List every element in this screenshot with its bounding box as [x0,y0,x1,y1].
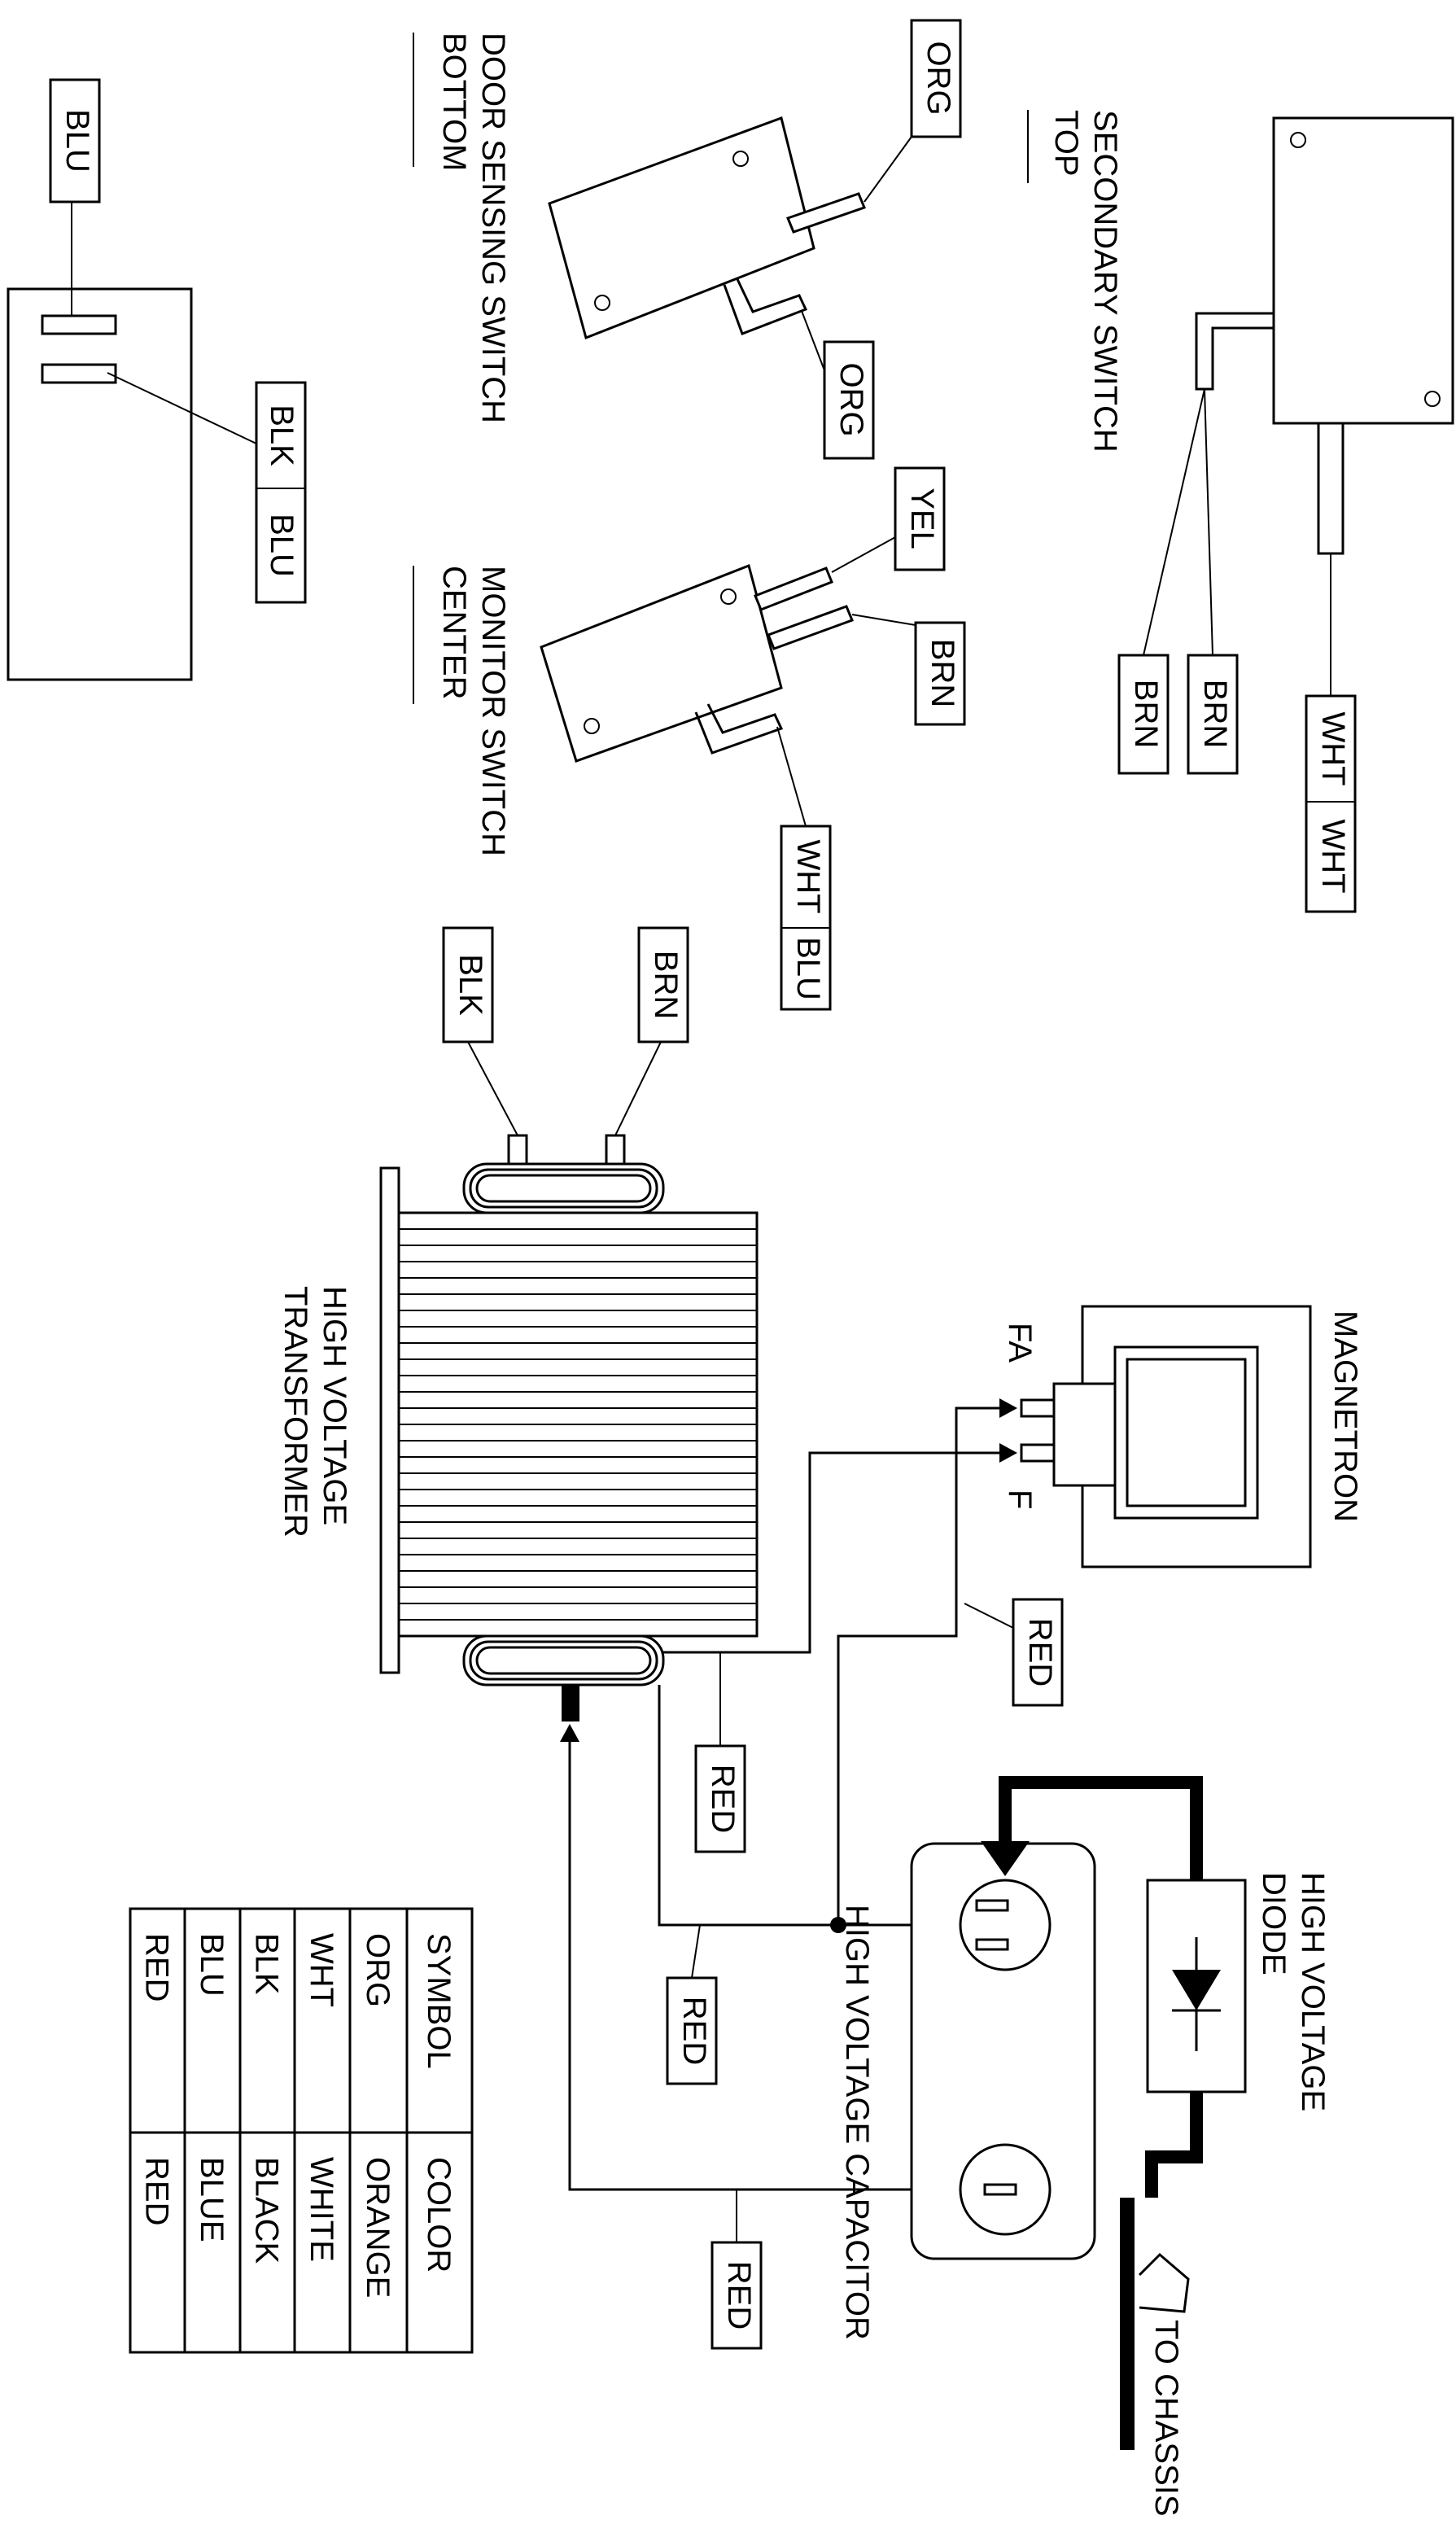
hv-wiring [560,1406,1014,2242]
wire-tag-org-bottom: ORG [823,340,875,460]
legend-color: COLOR [421,2157,457,2273]
wire-tag-red-transformer-text: RED [705,1765,741,1833]
magnetron-title: MAGNETRON [1327,1310,1363,1522]
door-sensing-switch-label: DOOR SENSING SWITCH BOTTOM [413,33,511,423]
transformer-line2: TRANSFORMER [278,1286,313,1538]
wire-tag-yel: YEL [894,466,946,571]
wire-tag-brn-transformer-text: BRN [648,951,684,1019]
wire-tag-blk-transformer-text: BLK [453,954,488,1016]
secondary-switch [1143,116,1454,696]
magnetron-terminal-fa: FA [1002,1323,1038,1363]
capacitor-label: HIGH VOLTAGE CAPACITOR [839,1905,875,2340]
legend-color: WHITE [304,2157,339,2262]
wire-tag-wht-text: WHT [790,839,826,913]
door-switch-position: BOTTOM [436,33,472,171]
legend-frame [129,1907,474,2354]
door-switch-title: DOOR SENSING SWITCH [475,33,511,423]
wire-tag-red-transformer: RED [694,1744,746,1853]
door-sensing-switch [548,116,912,371]
secondary-switch-label: SECONDARY SWITCH TOP [1027,110,1123,453]
chassis-text: TO CHASSIS [1148,2320,1184,2517]
secondary-switch-title: SECONDARY SWITCH [1087,110,1123,453]
magnetron-label: MAGNETRON FA F [1002,1310,1363,1522]
legend-symbol: ORG [360,1933,396,2007]
wire-tag-yel-text: YEL [904,488,940,549]
wire-tag-org-bottom-text: ORG [833,362,869,436]
wire-tag-brn-secondary-2-text: BRN [1197,680,1233,748]
high-voltage-capacitor [910,1842,1096,2260]
color-legend-table: SYMBOL COLOR ORG ORANGE WHT WHITE BLK BLACK BLU B… [129,1907,474,2354]
wire-tag-blk-blu: BLK BLU [255,381,307,604]
diode-line1: HIGH VOLTAGE [1295,1872,1331,2111]
legend-symbol: WHT [304,1933,339,2007]
wire-tag-org-top: ORG [910,19,962,138]
legend-color: RED [139,2157,175,2225]
chassis-terminal [1138,2252,1190,2313]
chassis-label: TO CHASSIS [1148,2320,1184,2517]
monitor-switch [540,536,916,827]
wire-tag-blu-monitor-text: BLU [790,937,826,1000]
wire-tag-blu-text: BLU [59,109,95,173]
magnetron-terminal-f: F [1002,1490,1038,1509]
wire-tag-brn-secondary-1: BRN [1117,654,1170,775]
wire-tag-wht-wht: WHT WHT [1305,694,1357,913]
wire-tag-red-magnetron: RED [1012,1598,1064,1707]
secondary-switch-position: TOP [1048,110,1084,177]
wire-tag-red-magnetron-text: RED [1022,1618,1058,1686]
high-voltage-diode [981,1776,1247,2450]
legend-symbol: RED [139,1933,175,2001]
transformer-line1: HIGH VOLTAGE [317,1286,352,1525]
wire-tag-red-capacitor-1-text: RED [676,1997,712,2065]
capacitor-title: HIGH VOLTAGE CAPACITOR [839,1905,875,2340]
wire-tag-brn-transformer: BRN [637,926,689,1043]
wire-tag-wht-blu: WHT BLU [780,825,832,1011]
legend-symbol: BLU [194,1933,230,1997]
fuse-block [7,202,257,681]
wire-tag-red-capacitor-1: RED [666,1976,718,2085]
legend-color: ORANGE [360,2157,396,2298]
wire-tag-brn-monitor: BRN [914,621,966,726]
wire-tag-wht-secondary-2-text: WHT [1315,819,1351,893]
wire-tag-brn-monitor-text: BRN [925,639,960,707]
wire-tag-blk-transformer: BLK [442,926,494,1043]
monitor-switch-label: MONITOR SWITCH CENTER [413,566,511,856]
wire-tag-brn-secondary-2: BRN [1187,654,1239,775]
wire-tag-red-capacitor-2: RED [711,2241,763,2350]
wire-tag-org-top-text: ORG [920,41,956,115]
high-voltage-transformer [379,1041,759,1721]
legend-symbol: SYMBOL [421,1933,457,2069]
wire-tag-blu: BLU [49,78,101,203]
diode-label: HIGH VOLTAGE DIODE [1256,1872,1331,2111]
monitor-switch-title: MONITOR SWITCH [475,566,511,856]
monitor-switch-position: CENTER [436,566,472,699]
legend-color: BLUE [194,2157,230,2242]
wire-tag-wht-secondary-1-text: WHT [1315,711,1351,785]
diode-line2: DIODE [1256,1872,1292,1975]
wire-tag-brn-secondary-1-text: BRN [1128,680,1164,748]
magnetron [999,1305,1312,1568]
legend-color: BLACK [249,2157,285,2264]
transformer-label: HIGH VOLTAGE TRANSFORMER [278,1286,352,1538]
wire-tag-blk-text: BLK [264,405,300,466]
wire-tag-red-capacitor-2-text: RED [721,2261,757,2330]
wire-tag-blu2-text: BLU [264,514,300,577]
legend-symbol: BLK [249,1933,285,1995]
